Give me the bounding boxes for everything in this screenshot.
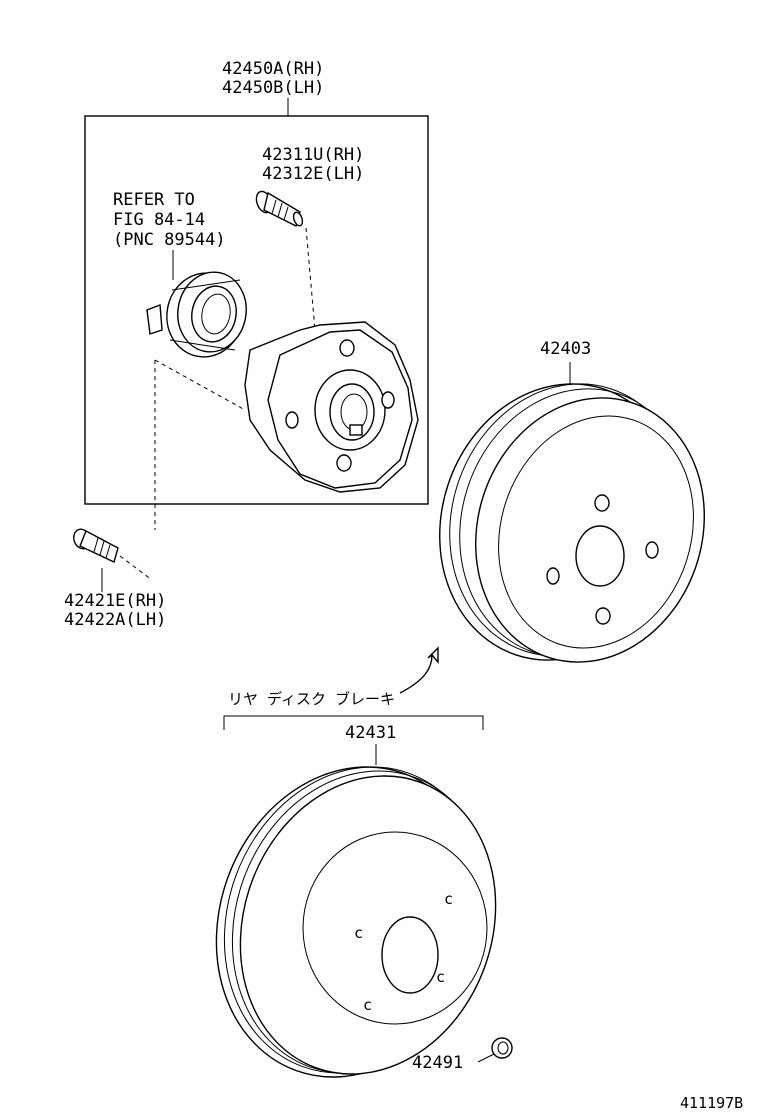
brake-disc-drawing: c c c c [215, 766, 497, 1078]
mounting-bolt-drawing [73, 528, 119, 563]
drum-label: 42403 [540, 339, 591, 359]
indicator-arrow [399, 646, 439, 694]
figure-id: 411197B [680, 1094, 743, 1112]
hub-flange-drawing [244, 321, 419, 493]
hub-assembly-label-lh: 42450B(LH) [222, 78, 324, 98]
plug-leader [477, 1053, 495, 1063]
plug-drawing [491, 1037, 513, 1059]
bearing-dashline [154, 359, 246, 411]
hub-assembly-box [84, 115, 429, 505]
mounting-bolt-label-rh: 42421E(RH) [64, 591, 166, 611]
svg-text:c: c [444, 890, 453, 908]
hub-bolt-label-rh: 42311U(RH) [262, 145, 364, 165]
plug-label: 42491 [412, 1053, 463, 1073]
mounting-bolt-dashline [119, 555, 153, 581]
bearing-ring-drawing [146, 271, 247, 358]
mounting-bolt-label-lh: 42422A(LH) [64, 610, 166, 630]
disc-bracket [223, 715, 484, 730]
hub-bolt-dashline [305, 227, 316, 331]
rear-disc-brake-label: リヤ ディスク ブレーキ [228, 690, 395, 708]
hub-assembly-label-rh: 42450A(RH) [222, 59, 324, 79]
brake-drum-drawing [439, 383, 705, 663]
svg-text:c: c [363, 996, 372, 1014]
refer-label-line2: FIG 84-14 [113, 210, 205, 230]
hub-bolt-label-lh: 42312E(LH) [262, 164, 364, 184]
svg-text:c: c [436, 968, 445, 986]
disc-label: 42431 [345, 723, 396, 743]
refer-label-line1: REFER TO [113, 190, 195, 210]
hub-bolt-drawing [255, 190, 304, 228]
refer-label-line3: (PNC 89544) [113, 230, 226, 250]
svg-text:c: c [354, 924, 363, 942]
